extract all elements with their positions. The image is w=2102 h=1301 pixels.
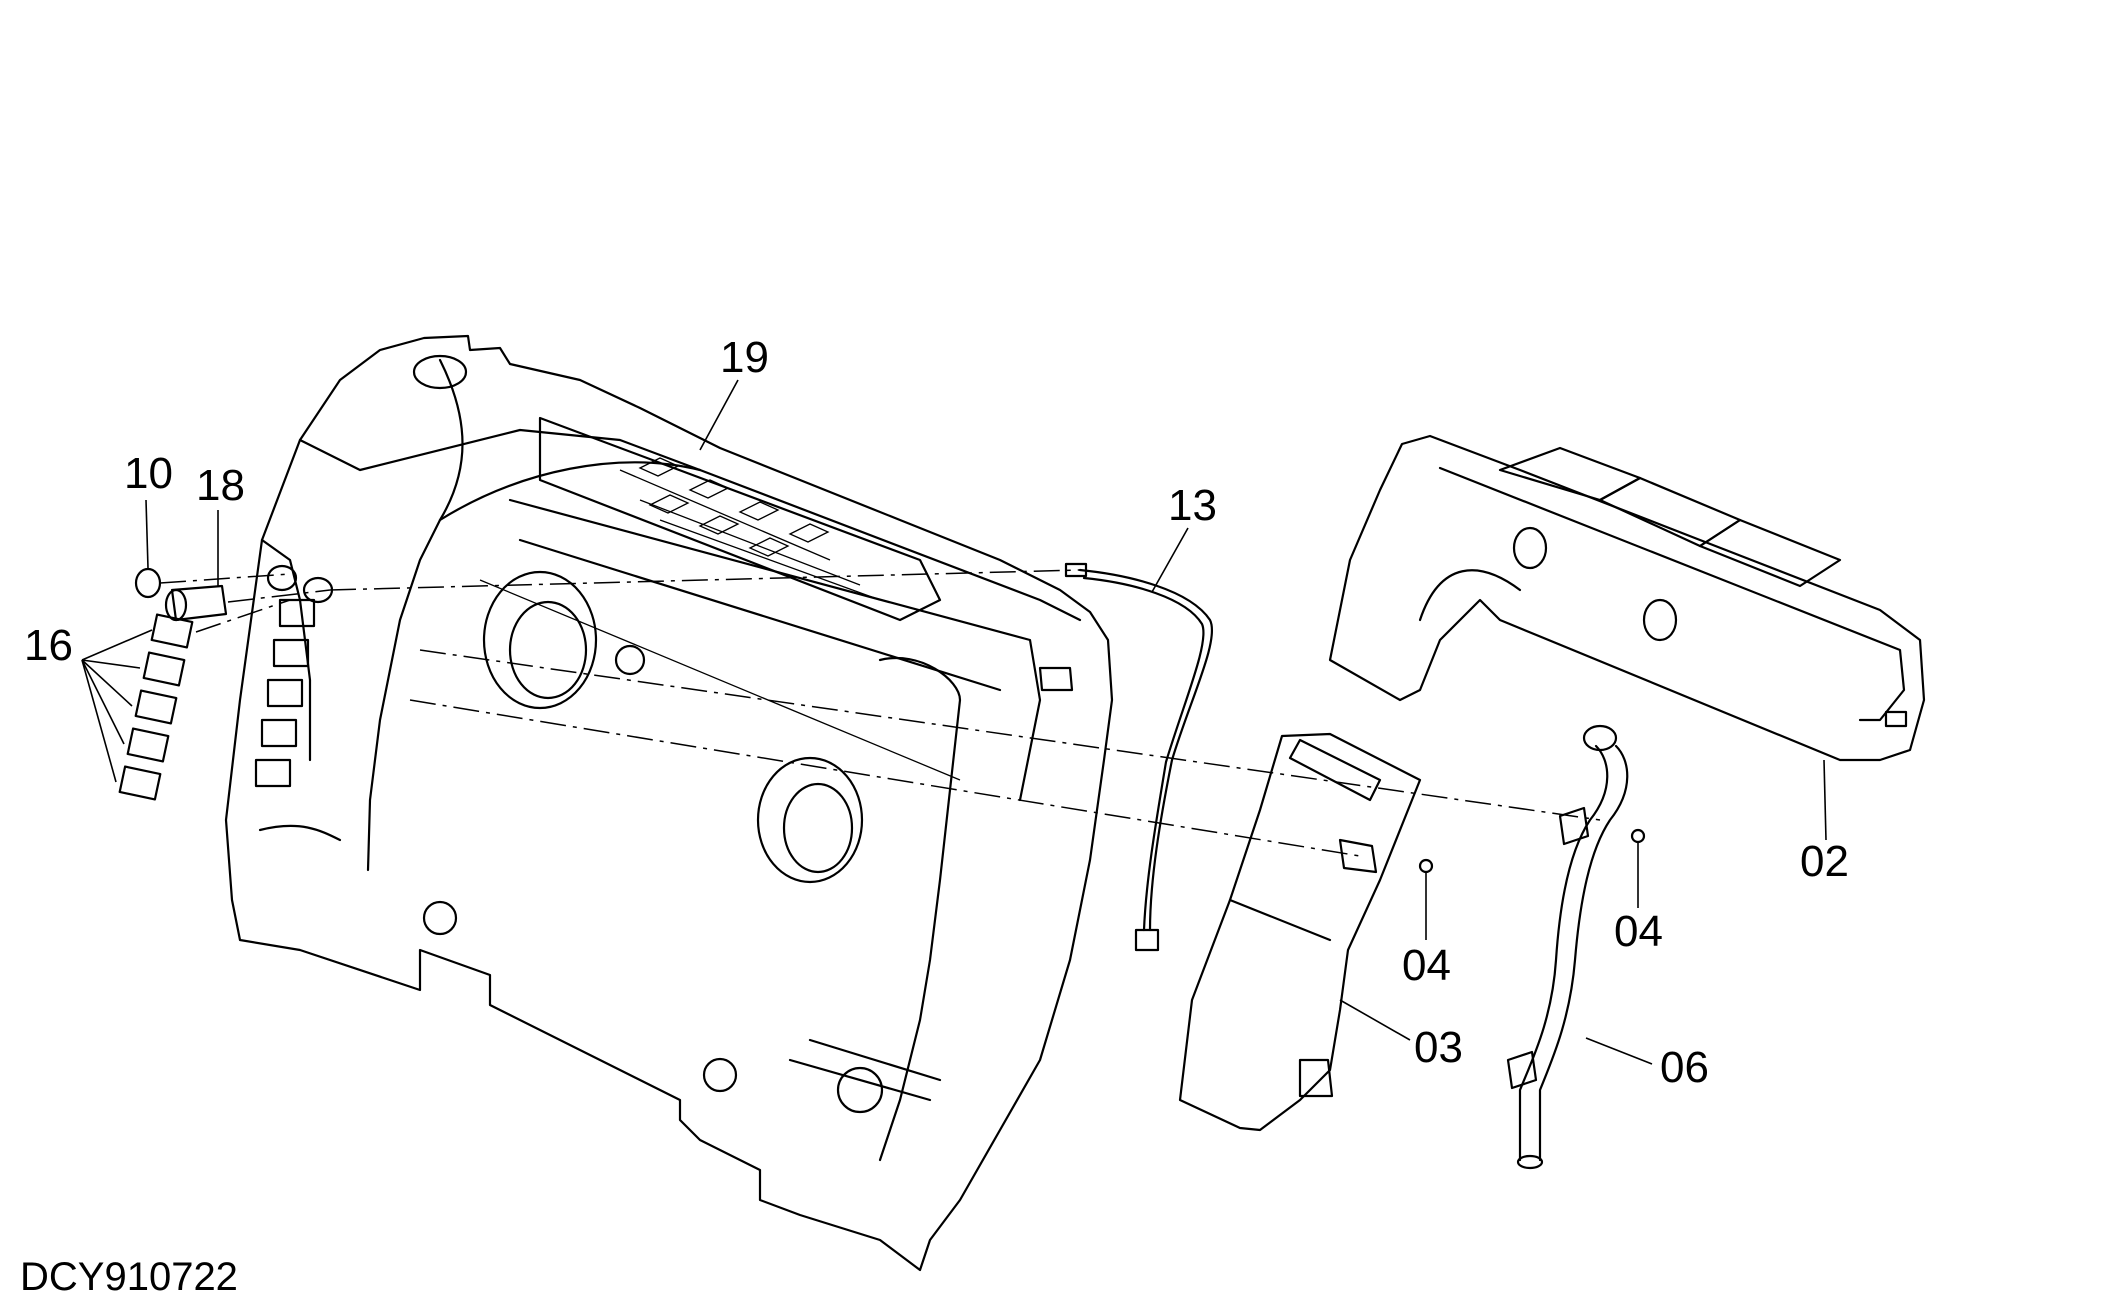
switches-part-16 (118, 613, 194, 801)
rear-panel-part-19 (224, 334, 1114, 1272)
callout-16: 16 (24, 621, 73, 670)
cap-part-10 (134, 567, 162, 599)
callout-19: 19 (720, 333, 769, 382)
callout-labels: 10 18 16 19 13 02 04 04 03 06 DCY910722 (20, 333, 1849, 1299)
explode-lines (159, 569, 1601, 857)
callout-10: 10 (124, 449, 173, 498)
callout-04-right: 04 (1614, 907, 1663, 956)
leader-lines (81, 379, 1827, 1065)
callout-06: 06 (1660, 1043, 1709, 1092)
callout-04-left: 04 (1402, 941, 1451, 990)
callout-18: 18 (196, 461, 245, 510)
socket-part-18 (164, 584, 228, 622)
callout-13: 13 (1168, 481, 1217, 530)
drawing-code: DCY910722 (20, 1255, 238, 1299)
side-duct-part-03 (1178, 732, 1434, 1132)
callout-02: 02 (1800, 837, 1849, 886)
hose-part-06 (1506, 724, 1646, 1170)
callout-03: 03 (1414, 1023, 1463, 1072)
top-cover-part-02 (1328, 434, 1926, 762)
wire-harness-part-13 (1064, 562, 1214, 952)
